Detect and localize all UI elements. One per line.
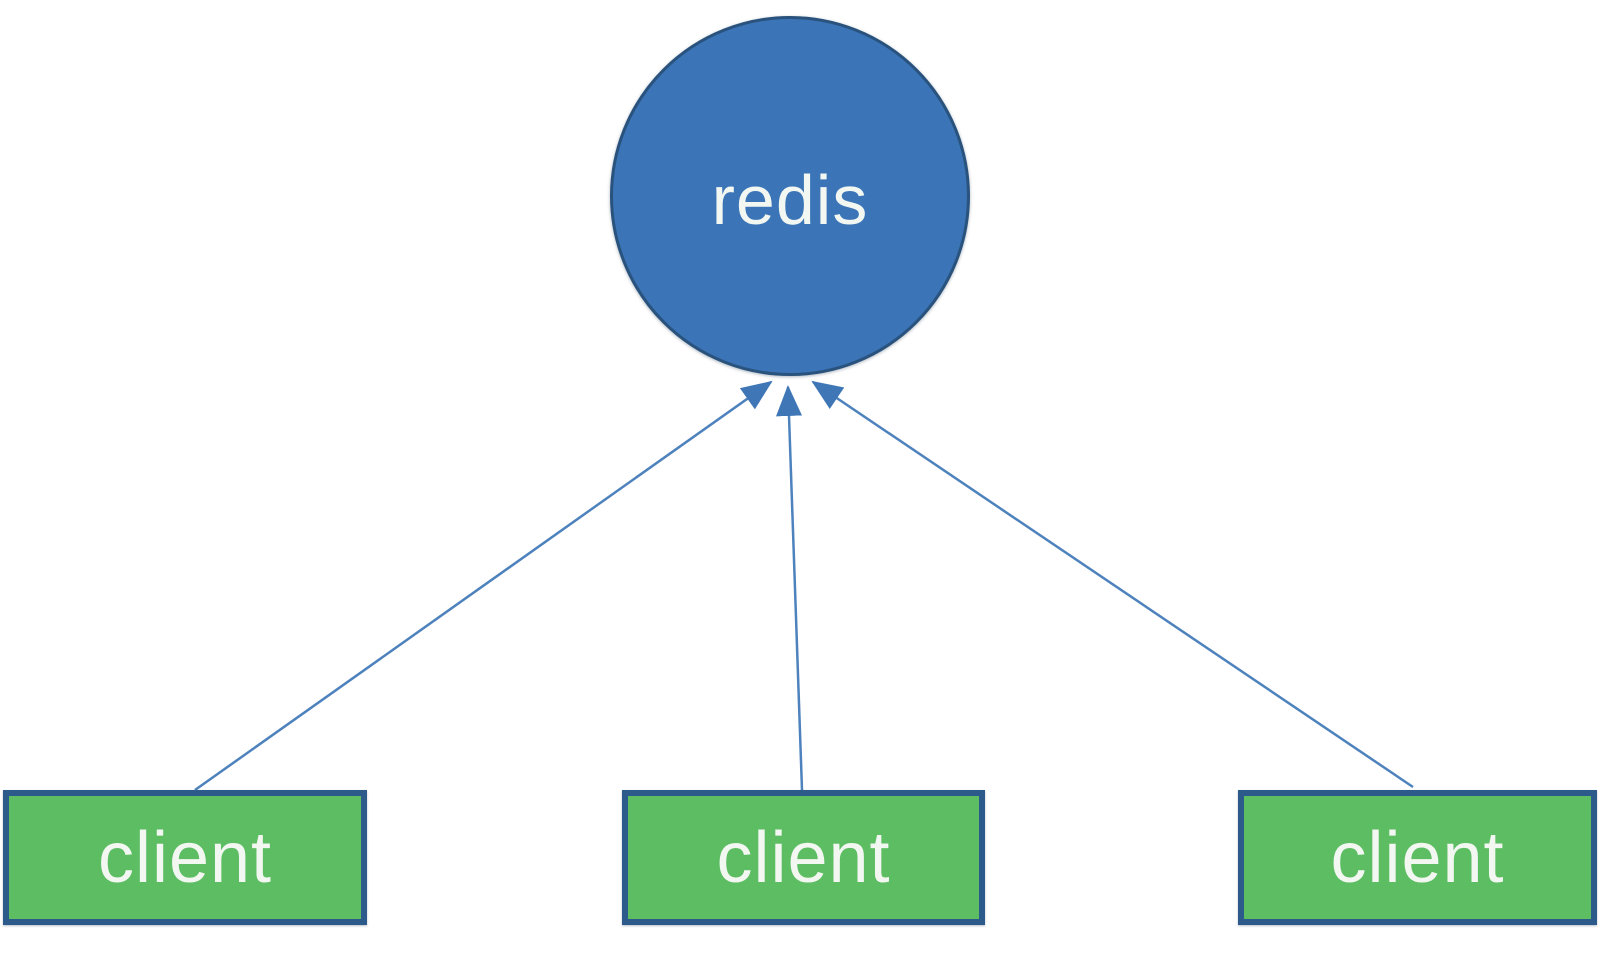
redis-node-label: redis (711, 161, 869, 239)
client-node-right-label: client (1330, 817, 1505, 898)
connector-right-client-to-redis (811, 380, 1414, 789)
client-node-middle-label: client (716, 817, 891, 898)
client-node-left: client (3, 790, 367, 925)
client-node-middle: client (622, 790, 985, 925)
client-node-left-label: client (97, 817, 273, 898)
client-node-right: client (1238, 790, 1597, 925)
connector-middle-client-to-redis (776, 385, 804, 791)
connector-left-client-to-redis (194, 380, 773, 792)
redis-node: redis (610, 16, 970, 376)
